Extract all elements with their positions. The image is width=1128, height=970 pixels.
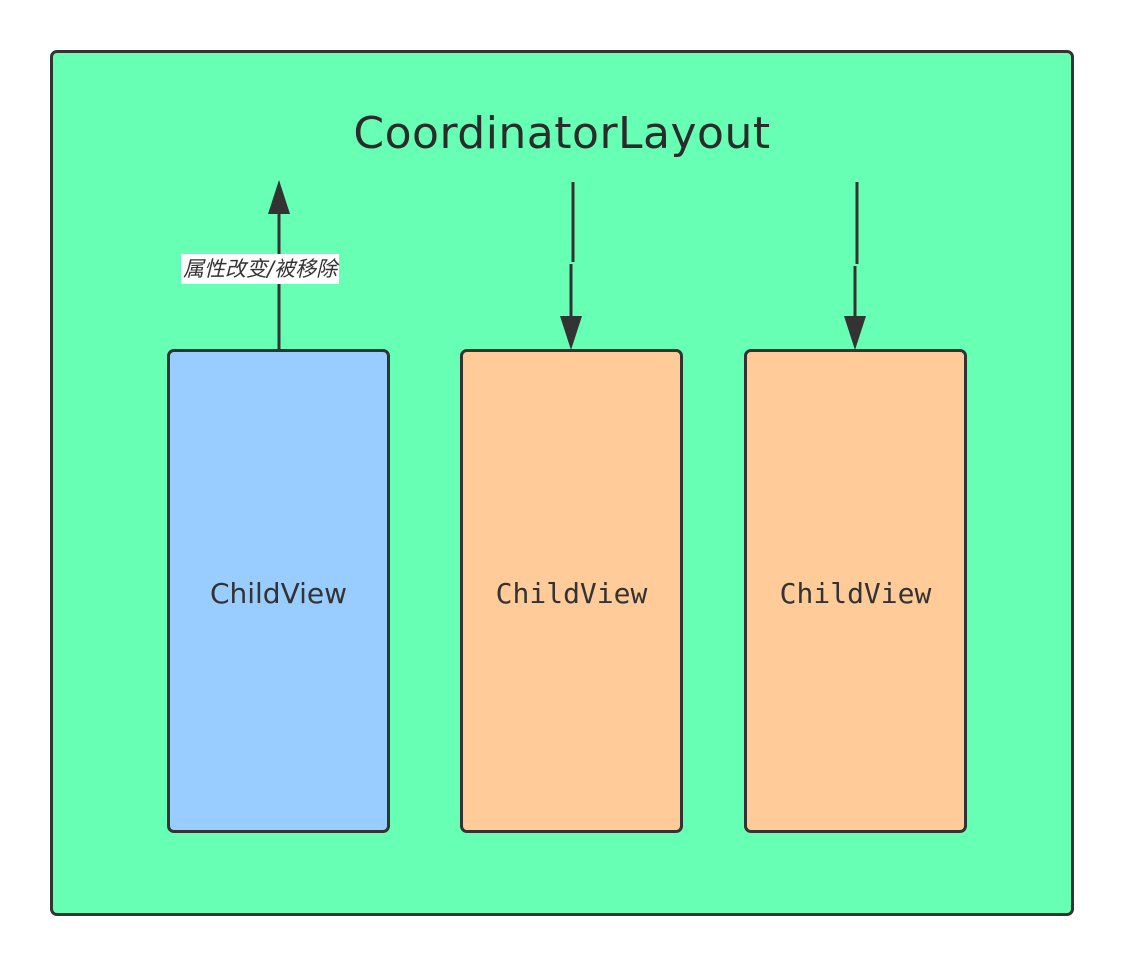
child-view-3: ChildView — [744, 349, 967, 833]
arrow-up-head — [268, 180, 290, 214]
child-view-1: ChildView — [167, 349, 390, 833]
diagram-title: CoordinatorLayout — [353, 108, 771, 159]
child-view-3-label: ChildView — [779, 576, 932, 610]
child-view-1-label: ChildView — [209, 576, 348, 610]
edge-label: 属性改变/被移除 — [181, 254, 340, 284]
child-view-2-label: ChildView — [495, 576, 648, 610]
arrow-down-1-head — [560, 316, 582, 350]
arrow-down-2-head — [844, 316, 866, 350]
child-view-2: ChildView — [460, 349, 683, 833]
